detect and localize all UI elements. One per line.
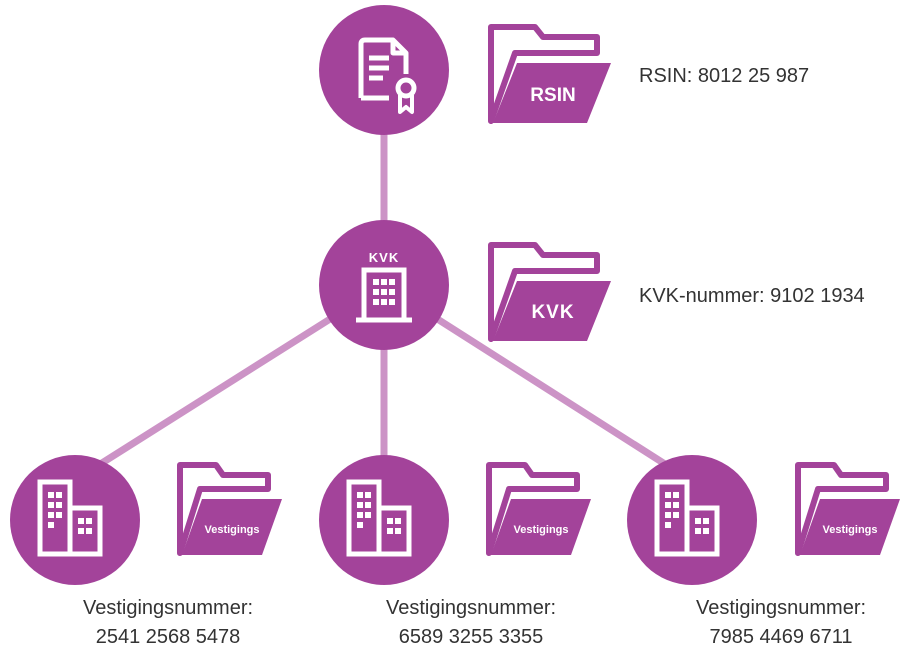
vestiging-node-1 (10, 455, 140, 585)
folder-icon-kvk: KVK (488, 242, 611, 342)
vestiging-label-number: 7985 4469 6711 (709, 626, 853, 648)
folder-icon-vestiging-1: Vestigings (177, 462, 282, 556)
vestiging-label-number: 6589 3255 3355 (398, 626, 544, 648)
vestiging-circle (627, 455, 757, 585)
vestiging-label-title: Vestigingsnummer: (695, 597, 867, 619)
vestiging-label-2: Vestigingsnummer: 6589 3255 3355 (386, 594, 556, 652)
folder-label: Vestigings (513, 524, 568, 536)
vestiging-label-3: Vestigingsnummer: 7985 4469 6711 (696, 594, 866, 652)
kvk-badge: KVK (369, 250, 399, 265)
vestiging-circle (319, 455, 449, 585)
folder-icon-vestiging-3: Vestigings (795, 462, 900, 556)
rsin-label: RSIN: 8012 25 987 (639, 65, 810, 87)
folder-label: Vestigings (822, 524, 877, 536)
folder-icon-vestiging-2: Vestigings (486, 462, 591, 556)
vestiging-label-title: Vestigingsnummer: (385, 597, 557, 619)
buildings-icon (346, 479, 412, 557)
buildings-icon (37, 479, 103, 557)
buildings-icon (654, 479, 720, 557)
certificate-icon (358, 37, 417, 114)
office-building-icon (356, 267, 412, 323)
vestiging-node-2 (319, 455, 449, 585)
vestiging-label-title: Vestigingsnummer: (82, 597, 254, 619)
vestiging-label-1: Vestigingsnummer: 2541 2568 5478 (83, 594, 253, 652)
rsin-node (319, 5, 449, 135)
kvk-number-label: KVK-nummer: 9102 1934 (639, 285, 865, 307)
folder-label: Vestigings (204, 524, 259, 536)
vestiging-circle (10, 455, 140, 585)
folder-icon-rsin: RSIN (488, 24, 611, 124)
vestiging-node-3 (627, 455, 757, 585)
vestiging-label-number: 2541 2568 5478 (95, 626, 241, 648)
folder-label: KVK (531, 302, 574, 323)
kvk-node: KVK (319, 220, 449, 350)
folder-label: RSIN (530, 85, 575, 106)
